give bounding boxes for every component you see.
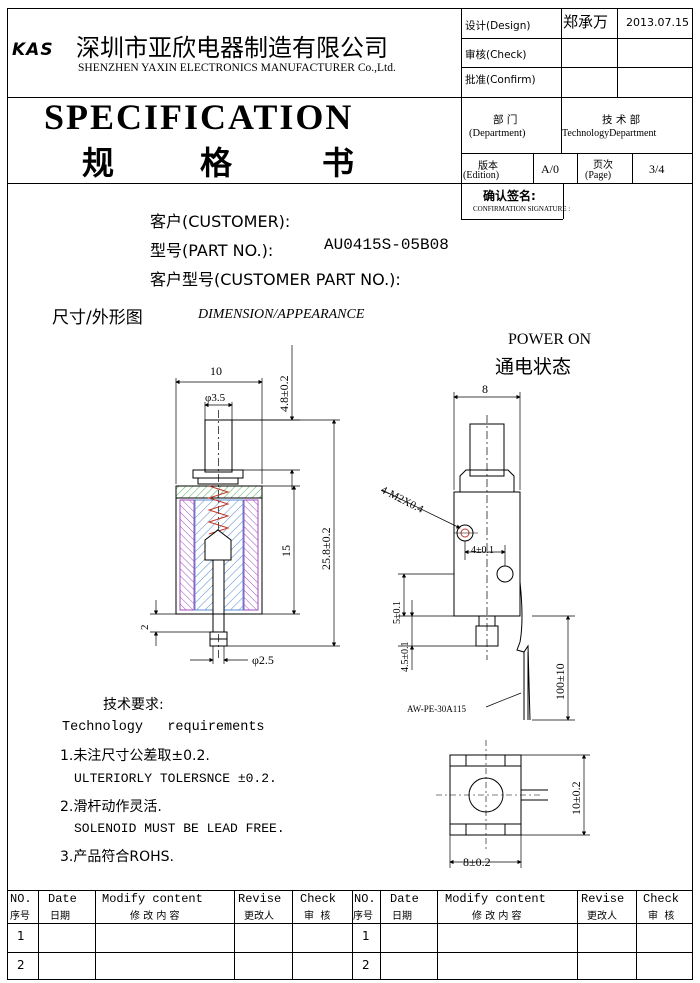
department-value-cn: 技 术 部 (602, 114, 641, 126)
power-on-en: POWER ON (508, 331, 592, 348)
page-label-en: (Page) (585, 170, 612, 181)
requirement-3-cn: 3.产品符合ROHS. (60, 849, 174, 865)
power-on-cn: 通电状态 (495, 356, 572, 378)
dim-2: 2 (139, 625, 151, 631)
table-row-1-no-right: 1 (362, 929, 370, 943)
confirm-label: 批准(Confirm) (465, 74, 536, 86)
table-row-2-no-left: 2 (17, 958, 25, 972)
rev-header-date-1: Date (48, 892, 77, 906)
company-name-en: SHENZHEN YAXIN ELECTRONICS MANUFACTURER … (78, 62, 396, 74)
rev-header-no-2: NO. (354, 892, 376, 906)
table-row-1-no-left: 1 (17, 929, 25, 943)
dim-holes: 4-M2X0.4 (379, 484, 426, 516)
design-name: 郑承万 (563, 13, 609, 31)
rev-header-no-cn-2: 序号 (353, 911, 373, 922)
rev-header-check-cn-2: 审 核 (648, 911, 675, 922)
dim-4: 4±0.1 (471, 545, 494, 556)
requirement-1-en: ULTERIORLY TOLERSNCE ±0.2. (74, 771, 277, 786)
signature-label-cn: 确认签名: (483, 189, 536, 203)
dimension-title-cn: 尺寸/外形图 (52, 308, 143, 328)
rev-header-modify-cn-1: 修 改 内 容 (130, 911, 180, 922)
rev-header-check-2: Check (643, 892, 680, 906)
department-value-en: TechnologyDepartment (562, 128, 657, 139)
requirement-2-en: SOLENOID MUST BE LEAD FREE. (74, 821, 285, 836)
department-label-en: (Department) (469, 128, 526, 139)
page-label-cn: 页次 (593, 160, 613, 171)
customer-part-label: 客户型号(CUSTOMER PART NO.): (150, 270, 401, 289)
dim-width-8: 8 (482, 382, 488, 396)
side-view (453, 415, 531, 721)
spec-title-cn-1: 规 (82, 144, 115, 182)
rev-header-check-cn-1: 审 核 (304, 911, 331, 922)
part-label: 型号(PART NO.): (150, 241, 274, 260)
dim-height-15: 15 (279, 545, 293, 557)
rev-header-revise-cn-2: 更改人 (587, 911, 617, 922)
dimension-title-en: DIMENSION/APPEARANCE (198, 307, 365, 322)
dim-side-10: 10±0.2 (569, 781, 583, 815)
rev-header-revise-cn-1: 更改人 (244, 911, 274, 922)
page-frame (7, 8, 693, 980)
spec-title-en: SPECIFICATION (44, 97, 354, 137)
check-label: 审核(Check) (465, 49, 527, 61)
rev-header-revise-2: Revise (581, 892, 625, 906)
rev-header-date-cn-2: 日期 (392, 911, 412, 922)
dim-height-4-8: 4.8±0.2 (277, 375, 291, 412)
rev-header-modify-2: Modify content (445, 892, 546, 906)
rev-header-modify-cn-2: 修 改 内 容 (472, 911, 522, 922)
dim-4-5: 4.5±0.1 (400, 642, 411, 673)
edition-value: A/0 (541, 162, 559, 176)
spec-title-cn-2: 格 (200, 144, 233, 182)
wire-type: AW-PE-30A115 (407, 704, 466, 714)
table-row-2-no-right: 2 (362, 958, 370, 972)
requirements-title-cn: 技术要求: (103, 697, 164, 713)
company-name-cn: 深圳市亚欣电器制造有限公司 (76, 34, 388, 62)
spec-title-cn-3: 书 (322, 144, 355, 182)
rev-header-no-1: NO. (10, 892, 32, 906)
design-label: 设计(Design) (465, 20, 531, 32)
page-value: 3/4 (649, 162, 665, 176)
dim-bottom-8: 8±0.2 (463, 855, 491, 869)
dim-height-25-8: 25.8±0.2 (319, 527, 333, 570)
rev-header-date-cn-1: 日期 (50, 911, 70, 922)
edition-label-cn: 版本 (478, 161, 498, 172)
rev-header-modify-1: Modify content (102, 892, 203, 906)
signature-label-en: CONFIRMATION SIGNATURE : (473, 205, 571, 213)
requirement-1-cn: 1.未注尺寸公差取±0.2. (60, 748, 210, 764)
design-date: 2013.07.15 (626, 16, 689, 29)
dim-dia-3-5: φ3.5 (205, 392, 226, 404)
company-logo: KAS (12, 40, 54, 60)
rev-header-check-1: Check (300, 892, 337, 906)
rev-header-revise-1: Revise (238, 892, 282, 906)
dim-5: 5±0.1 (392, 601, 403, 624)
rev-header-date-2: Date (390, 892, 419, 906)
requirement-2-cn: 2.滑杆动作灵活. (60, 799, 162, 815)
dim-width-10: 10 (210, 364, 222, 378)
requirements-title-en: Technology requirements (62, 720, 265, 735)
dim-dia-2-5: φ2.5 (252, 653, 274, 667)
section-view (175, 410, 263, 660)
customer-label: 客户(CUSTOMER): (150, 212, 291, 231)
department-label-cn: 部 门 (493, 114, 518, 126)
part-value: AU0415S-05B08 (324, 236, 449, 254)
bottom-view (436, 740, 548, 850)
edition-label-en: (Edition) (463, 170, 500, 181)
rev-header-no-cn-1: 序号 (10, 911, 30, 922)
dim-wire-length: 100±10 (553, 663, 567, 700)
